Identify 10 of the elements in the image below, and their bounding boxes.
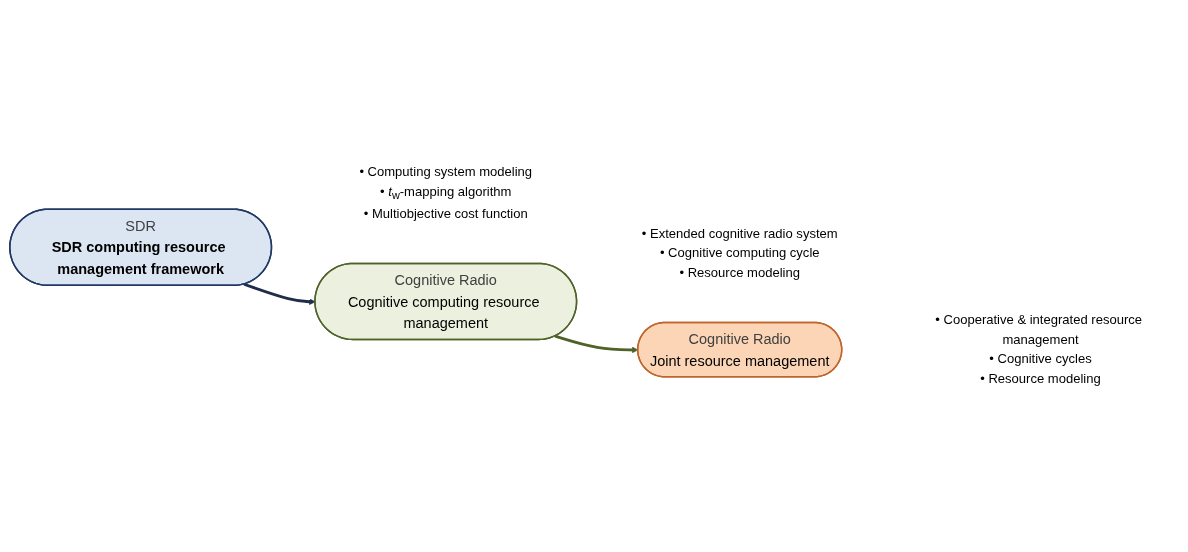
node-label: • Cooperative & integrated resource management xyxy=(935,312,1143,348)
node-label: • Extended cognitive radio system xyxy=(641,226,838,241)
node-label: • Resource modeling xyxy=(679,265,800,281)
node-label: • Multiobjective cost function xyxy=(363,206,528,221)
node-label: • Cognitive cycles xyxy=(989,352,1092,367)
node-label: • Resource modeling xyxy=(980,371,1101,387)
node-label: • Cognitive computing cycle xyxy=(659,245,820,261)
node-label: • t$_{w}$-mapping algorithm xyxy=(380,184,512,202)
arrow xyxy=(243,283,316,306)
node-label: • Computing system modeling xyxy=(359,165,533,180)
